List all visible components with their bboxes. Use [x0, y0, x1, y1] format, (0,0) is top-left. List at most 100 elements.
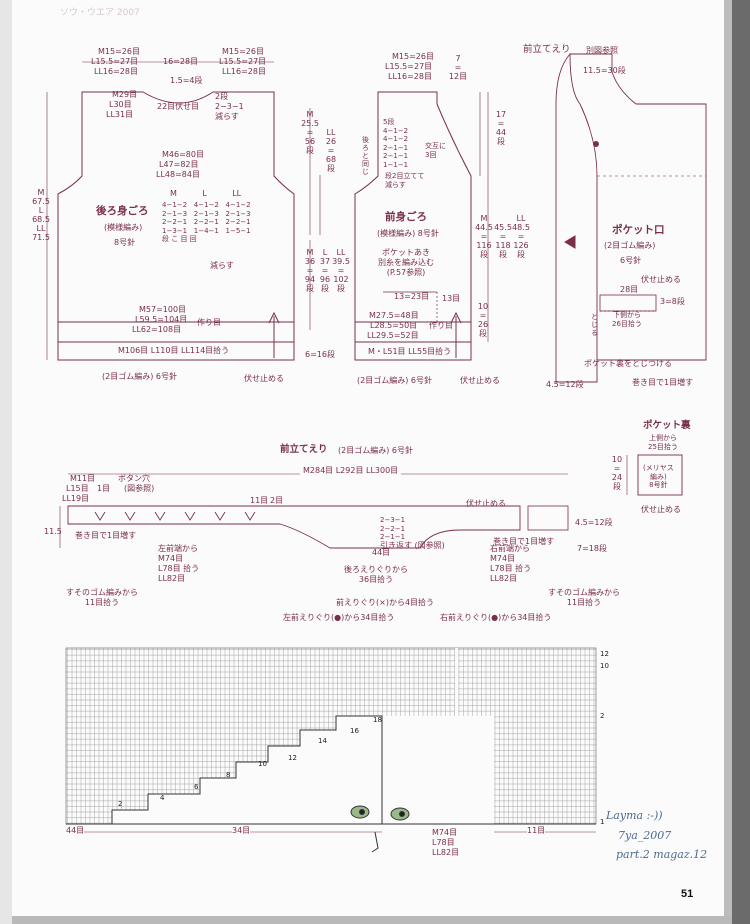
chart-mark-14: 14 [318, 737, 327, 745]
back-armhole-ll: LL 26 = 68 段 [325, 128, 337, 173]
chart-staircase [111, 715, 383, 824]
signature-line3: part.2 magaz.12 [616, 848, 708, 861]
back-dec-table: 4−1−2 4−1−2 4−1−2 2−1−3 2−1−3 2−1−3 2−2−… [162, 201, 251, 243]
front-top-rows: 7 = 12目 [448, 54, 468, 81]
front-body-outline [354, 91, 472, 343]
front-pocket-width: 13=23目 [394, 292, 430, 301]
front-bindoff: 伏せ止める [460, 376, 500, 385]
band-buttonhole: ボタン穴 [118, 474, 150, 483]
chart-blank-area [382, 716, 494, 824]
band-bindoff: 伏せ止める [466, 499, 506, 508]
band-turn: 引き返す (図参照) [380, 541, 445, 550]
back-pickup: M106目 L110目 LL114目拾う [118, 346, 230, 355]
page-number: 51 [681, 888, 694, 900]
front-top-m: M15=26目 [392, 52, 434, 61]
eyes-doodle [350, 805, 410, 853]
chart-bottom-count: M74目 L78目 LL82目 [432, 828, 460, 857]
back-chest-m: M46=80目 [162, 150, 204, 159]
back-armhole-m: M 25.5 = 56 段 [301, 110, 319, 155]
front-height-l: 45.5 = 118 段 [494, 223, 512, 259]
pocket-opening-needle: 6号針 [620, 256, 642, 265]
back-chest-ll: LL48=84目 [156, 170, 200, 179]
band-buttonhole-ref: (図参照) [124, 484, 155, 493]
chart-mark-2: 2 [118, 800, 123, 808]
back-height-left: M 67.5 L 68.5 LL 71.5 [32, 188, 50, 242]
back-chest-l: L47=82目 [159, 160, 199, 169]
band-title: 前立てえり [280, 444, 328, 455]
pocket-opening-28: 28目 [620, 285, 639, 294]
chart-mark-10: 10 [258, 760, 267, 768]
band-piece-ref: 別図参照 [586, 46, 618, 55]
band-neck-cross: 前えりぐり(×)から4目拾う [336, 598, 435, 607]
back-top-left-ll: LL16=28目 [94, 67, 138, 76]
back-top-left-m: M15=26目 [98, 47, 140, 56]
front-pocket-right: 13目 [442, 294, 461, 303]
band-eleven: 11目 [250, 496, 269, 505]
band-left-m: M11目 [70, 474, 96, 483]
front-height-m: M 44.5 = 116 段 [475, 214, 493, 259]
back-hem-ll: LL62=108目 [132, 325, 182, 334]
chart-right-12: 12 [600, 650, 609, 658]
band-inc-right: 巻き目で1目増す [493, 537, 555, 546]
band-two: 2目 [270, 496, 284, 505]
band-center-44: 44目 [372, 548, 391, 557]
pocket-back-body: (メリヤス 編み) 8号針 [643, 464, 674, 489]
front-make: 作り目 [429, 321, 453, 330]
front-neck-lines: 段2目立てて 減らす [385, 172, 425, 189]
band-piece-bottom: 4.5=12段 [546, 380, 584, 389]
pocket-back-title: ポケット裏 [643, 420, 691, 431]
band-left-l: L15目 [66, 484, 89, 493]
pocket-back-outline [637, 454, 683, 496]
front-band-piece-outline [555, 52, 598, 383]
chart-mark-16: 16 [350, 727, 359, 735]
chart-mark-4: 4 [160, 794, 165, 802]
front-pickup: M・L51目 LL55目拾う [368, 347, 452, 356]
front-body-title: 前身ごろ [385, 211, 427, 223]
chart-right-1: 1 [600, 818, 605, 826]
pocket-opening-pickup: 下側から 26目拾う [612, 311, 642, 328]
front-height-10: 10 = 26 段 [477, 302, 489, 338]
back-dec-note: 減らす [210, 261, 234, 270]
back-top-right-ll: LL16=28目 [222, 67, 266, 76]
front-hem-l: L28.5=50目 [370, 321, 418, 330]
band-piece-rows: 11.5=30段 [583, 66, 626, 75]
back-hem-l: L59.5=104目 [135, 315, 188, 324]
band-piece-title: 前立てえり [523, 44, 571, 55]
chart-mark-12: 12 [288, 754, 297, 762]
chart-bottom-44: 44目 [66, 826, 85, 836]
chart-mark-18: 18 [373, 716, 382, 724]
band-sub: (2目ゴム編み) 6号針 [338, 446, 413, 455]
band-left-ll: LL19目 [62, 494, 90, 503]
back-neck-bindoff: 22目伏せ目 [157, 102, 200, 111]
band-left-neck: 左前えりぐり(●)から34目拾う [283, 613, 395, 622]
band-rib-right: すそのゴム編みから 11目拾う [548, 588, 620, 607]
front-neck-note: 5段 4−1−2 4−1−2 2−1−1 2−1−1 1−1−1 [383, 118, 409, 169]
band-inc-left: 巻き目で1目増す [75, 531, 137, 540]
front-height-17: 17 = 44 段 [495, 110, 507, 146]
back-neck-ll: LL31目 [106, 110, 134, 119]
back-neck-rows: 1.5=4段 [170, 76, 203, 85]
band-height-right2: 7=18段 [577, 544, 607, 553]
front-hem-m: M27.5=48目 [369, 311, 419, 320]
back-top-center: 16=28目 [163, 57, 199, 66]
back-rib: (2目ゴム編み) 6号針 [102, 372, 177, 381]
back-make: 作り目 [197, 318, 221, 327]
pocket-opening-title: ポケット口 [612, 224, 665, 236]
band-right-neck: 右前えりぐり(●)から34目拾う [440, 613, 552, 622]
back-neck-m: M29目 [112, 90, 138, 99]
back-body-title: 後ろ身ごろ [96, 205, 149, 217]
front-top-ll: LL16=28目 [388, 72, 432, 81]
pocket-opening-bindoff: 伏せ止める [641, 275, 681, 284]
back-top-left-l: L15.5=27目 [91, 57, 139, 66]
back-side-m: M 36 = 94 段 [304, 248, 316, 293]
front-neck-cross: 交互に 3回 [425, 142, 446, 159]
pocket-back-top: 上側から 25目拾う [648, 434, 678, 451]
chart-bottom-34: 34目 [232, 826, 251, 836]
chart-mark-8: 8 [226, 771, 231, 779]
back-body-outline [57, 91, 295, 343]
pocket-back-height: 10 = 24 段 [611, 455, 623, 491]
back-side-ll: LL 39.5 = 102 段 [332, 248, 350, 293]
back-neck-l: L30目 [109, 100, 132, 109]
back-dec-header: M L LL [170, 189, 242, 198]
